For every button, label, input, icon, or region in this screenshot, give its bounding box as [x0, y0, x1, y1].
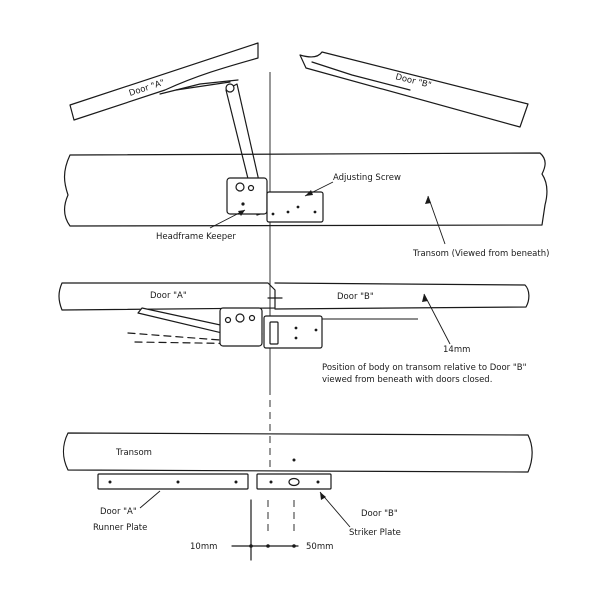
label-runner-plate: Runner Plate	[93, 523, 147, 533]
label-transom-bottom: Transom	[115, 448, 152, 458]
striker-plate-mid	[263, 315, 323, 349]
striker-plate	[256, 473, 332, 490]
label-10mm: 10mm	[190, 542, 217, 552]
door-b-top-panel	[299, 51, 529, 128]
leader-transom	[427, 195, 446, 245]
dim-bottom	[231, 499, 299, 561]
transom-top	[63, 152, 548, 227]
label-position-line2: viewed from beneath with doors closed.	[322, 375, 492, 385]
label-14mm: 14mm	[443, 345, 470, 355]
label-door-a-mid: Door "A"	[150, 291, 187, 301]
leader-headframe-keeper	[209, 209, 246, 229]
label-headframe-keeper: Headframe Keeper	[156, 232, 236, 242]
leader-runner-plate	[139, 490, 161, 509]
transom-mid	[58, 282, 530, 311]
label-adjusting-screw: Adjusting Screw	[333, 173, 401, 183]
label-transom-viewed: Transom (Viewed from beneath)	[412, 249, 549, 259]
label-door-b-bottom: Door "B"	[361, 509, 398, 519]
runner-plate	[97, 473, 249, 490]
adjusting-screw-plate	[266, 191, 324, 223]
leader-striker-plate	[319, 491, 351, 528]
label-50mm: 50mm	[306, 542, 333, 552]
leader-14mm	[423, 293, 451, 345]
door-a-top-panel	[69, 42, 259, 121]
label-striker-plate: Striker Plate	[349, 528, 401, 538]
label-door-a-bottom: Door "A"	[100, 507, 137, 517]
transom-bottom	[62, 432, 533, 473]
center-dashes-bottom	[267, 400, 296, 535]
label-position-line1: Position of body on transom relative to …	[322, 363, 527, 373]
label-door-b-mid: Door "B"	[337, 292, 374, 302]
keeper-mid	[219, 307, 263, 347]
headframe-keeper	[226, 177, 268, 215]
